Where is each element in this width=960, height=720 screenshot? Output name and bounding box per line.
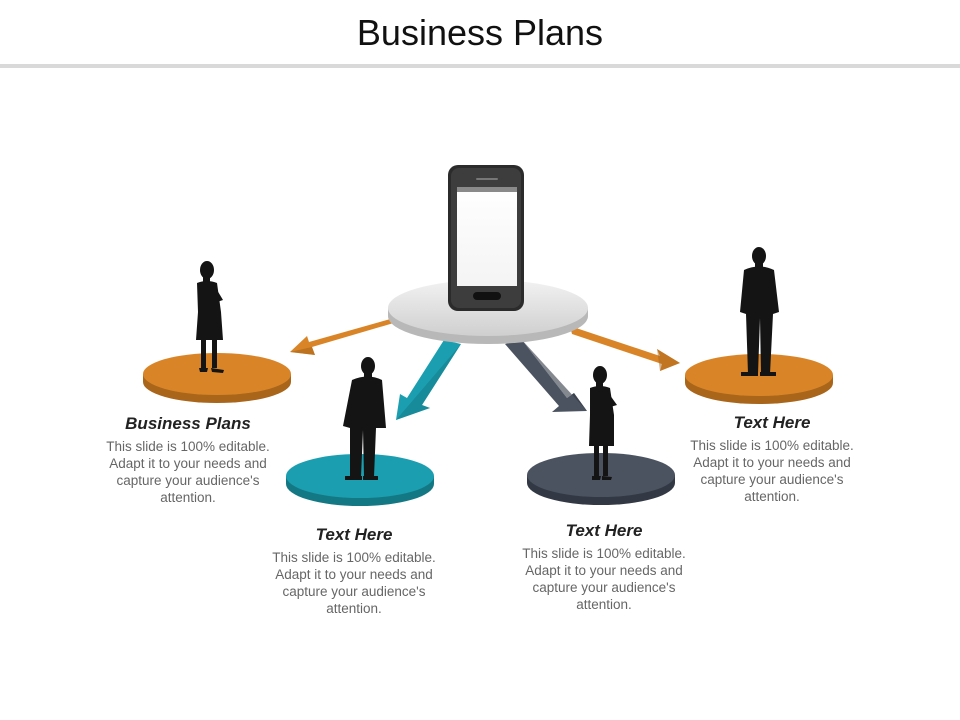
block-body: This slide is 100% editable. Adapt it to… xyxy=(272,550,436,616)
block-body: This slide is 100% editable. Adapt it to… xyxy=(522,546,686,612)
smartphone-icon xyxy=(448,165,524,311)
text-block-right: Text Here This slide is 100% editable. A… xyxy=(687,413,857,505)
block-heading: Business Plans xyxy=(125,414,251,433)
block-heading: Text Here xyxy=(565,521,643,540)
arrow-to-teal-platform xyxy=(396,340,461,420)
platform-slate xyxy=(527,453,675,505)
block-body: This slide is 100% editable. Adapt it to… xyxy=(106,439,270,505)
businesswoman-slate-icon xyxy=(589,366,617,480)
slide-title: Business Plans xyxy=(356,12,604,53)
title-divider xyxy=(0,64,960,68)
arrow-to-slate-platform xyxy=(505,340,587,412)
platform-orange-right xyxy=(685,354,833,404)
businesswoman-left-icon xyxy=(196,261,224,373)
arrow-to-right-platform xyxy=(570,326,680,371)
platform-orange-left xyxy=(143,353,291,403)
text-block-teal: Text Here This slide is 100% editable. A… xyxy=(269,525,439,617)
block-heading: Text Here xyxy=(733,413,811,432)
text-block-business-plans: Business Plans This slide is 100% editab… xyxy=(103,414,273,506)
text-block-slate: Text Here This slide is 100% editable. A… xyxy=(519,521,689,613)
businessman-right-icon xyxy=(740,247,779,376)
block-heading: Text Here xyxy=(315,525,393,544)
businessman-teal-icon xyxy=(343,357,386,480)
arrow-to-left-platform xyxy=(290,318,397,355)
block-body: This slide is 100% editable. Adapt it to… xyxy=(690,438,854,504)
